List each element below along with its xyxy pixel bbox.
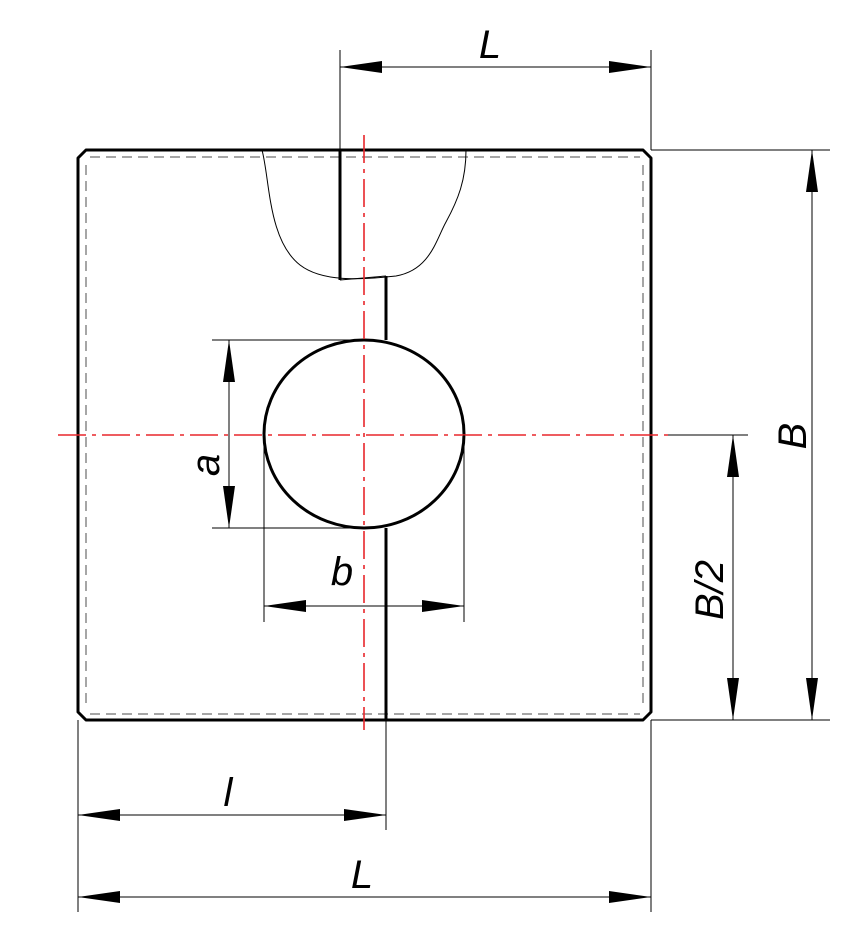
arrowhead bbox=[806, 150, 818, 192]
part-outline bbox=[76, 148, 653, 722]
hole-outline bbox=[363, 338, 466, 530]
arrowhead bbox=[727, 678, 739, 720]
dim-label-height: B bbox=[771, 423, 815, 450]
arrowhead bbox=[223, 340, 235, 382]
arrowhead bbox=[422, 600, 464, 612]
dim-label-hole-height: a bbox=[184, 454, 228, 476]
arrowhead bbox=[806, 678, 818, 720]
arrowhead bbox=[223, 486, 235, 528]
dim-label-top-length: L bbox=[479, 23, 501, 67]
dim-label-slot-offset: l bbox=[224, 771, 234, 815]
dim-label-half-height: B/2 bbox=[688, 560, 732, 620]
arrowhead bbox=[264, 600, 306, 612]
arrowhead bbox=[344, 809, 386, 821]
arrowhead bbox=[78, 809, 120, 821]
arrowhead bbox=[340, 61, 382, 73]
arrowhead bbox=[609, 891, 651, 903]
arrowhead bbox=[78, 891, 120, 903]
dim-label-hole-width: b bbox=[331, 550, 353, 594]
hole-outline-left bbox=[262, 338, 365, 530]
dim-label-bottom-length: L bbox=[351, 853, 373, 897]
slot-upper-bottom bbox=[339, 275, 387, 281]
arrowhead bbox=[609, 61, 651, 73]
arrowhead bbox=[727, 435, 739, 477]
